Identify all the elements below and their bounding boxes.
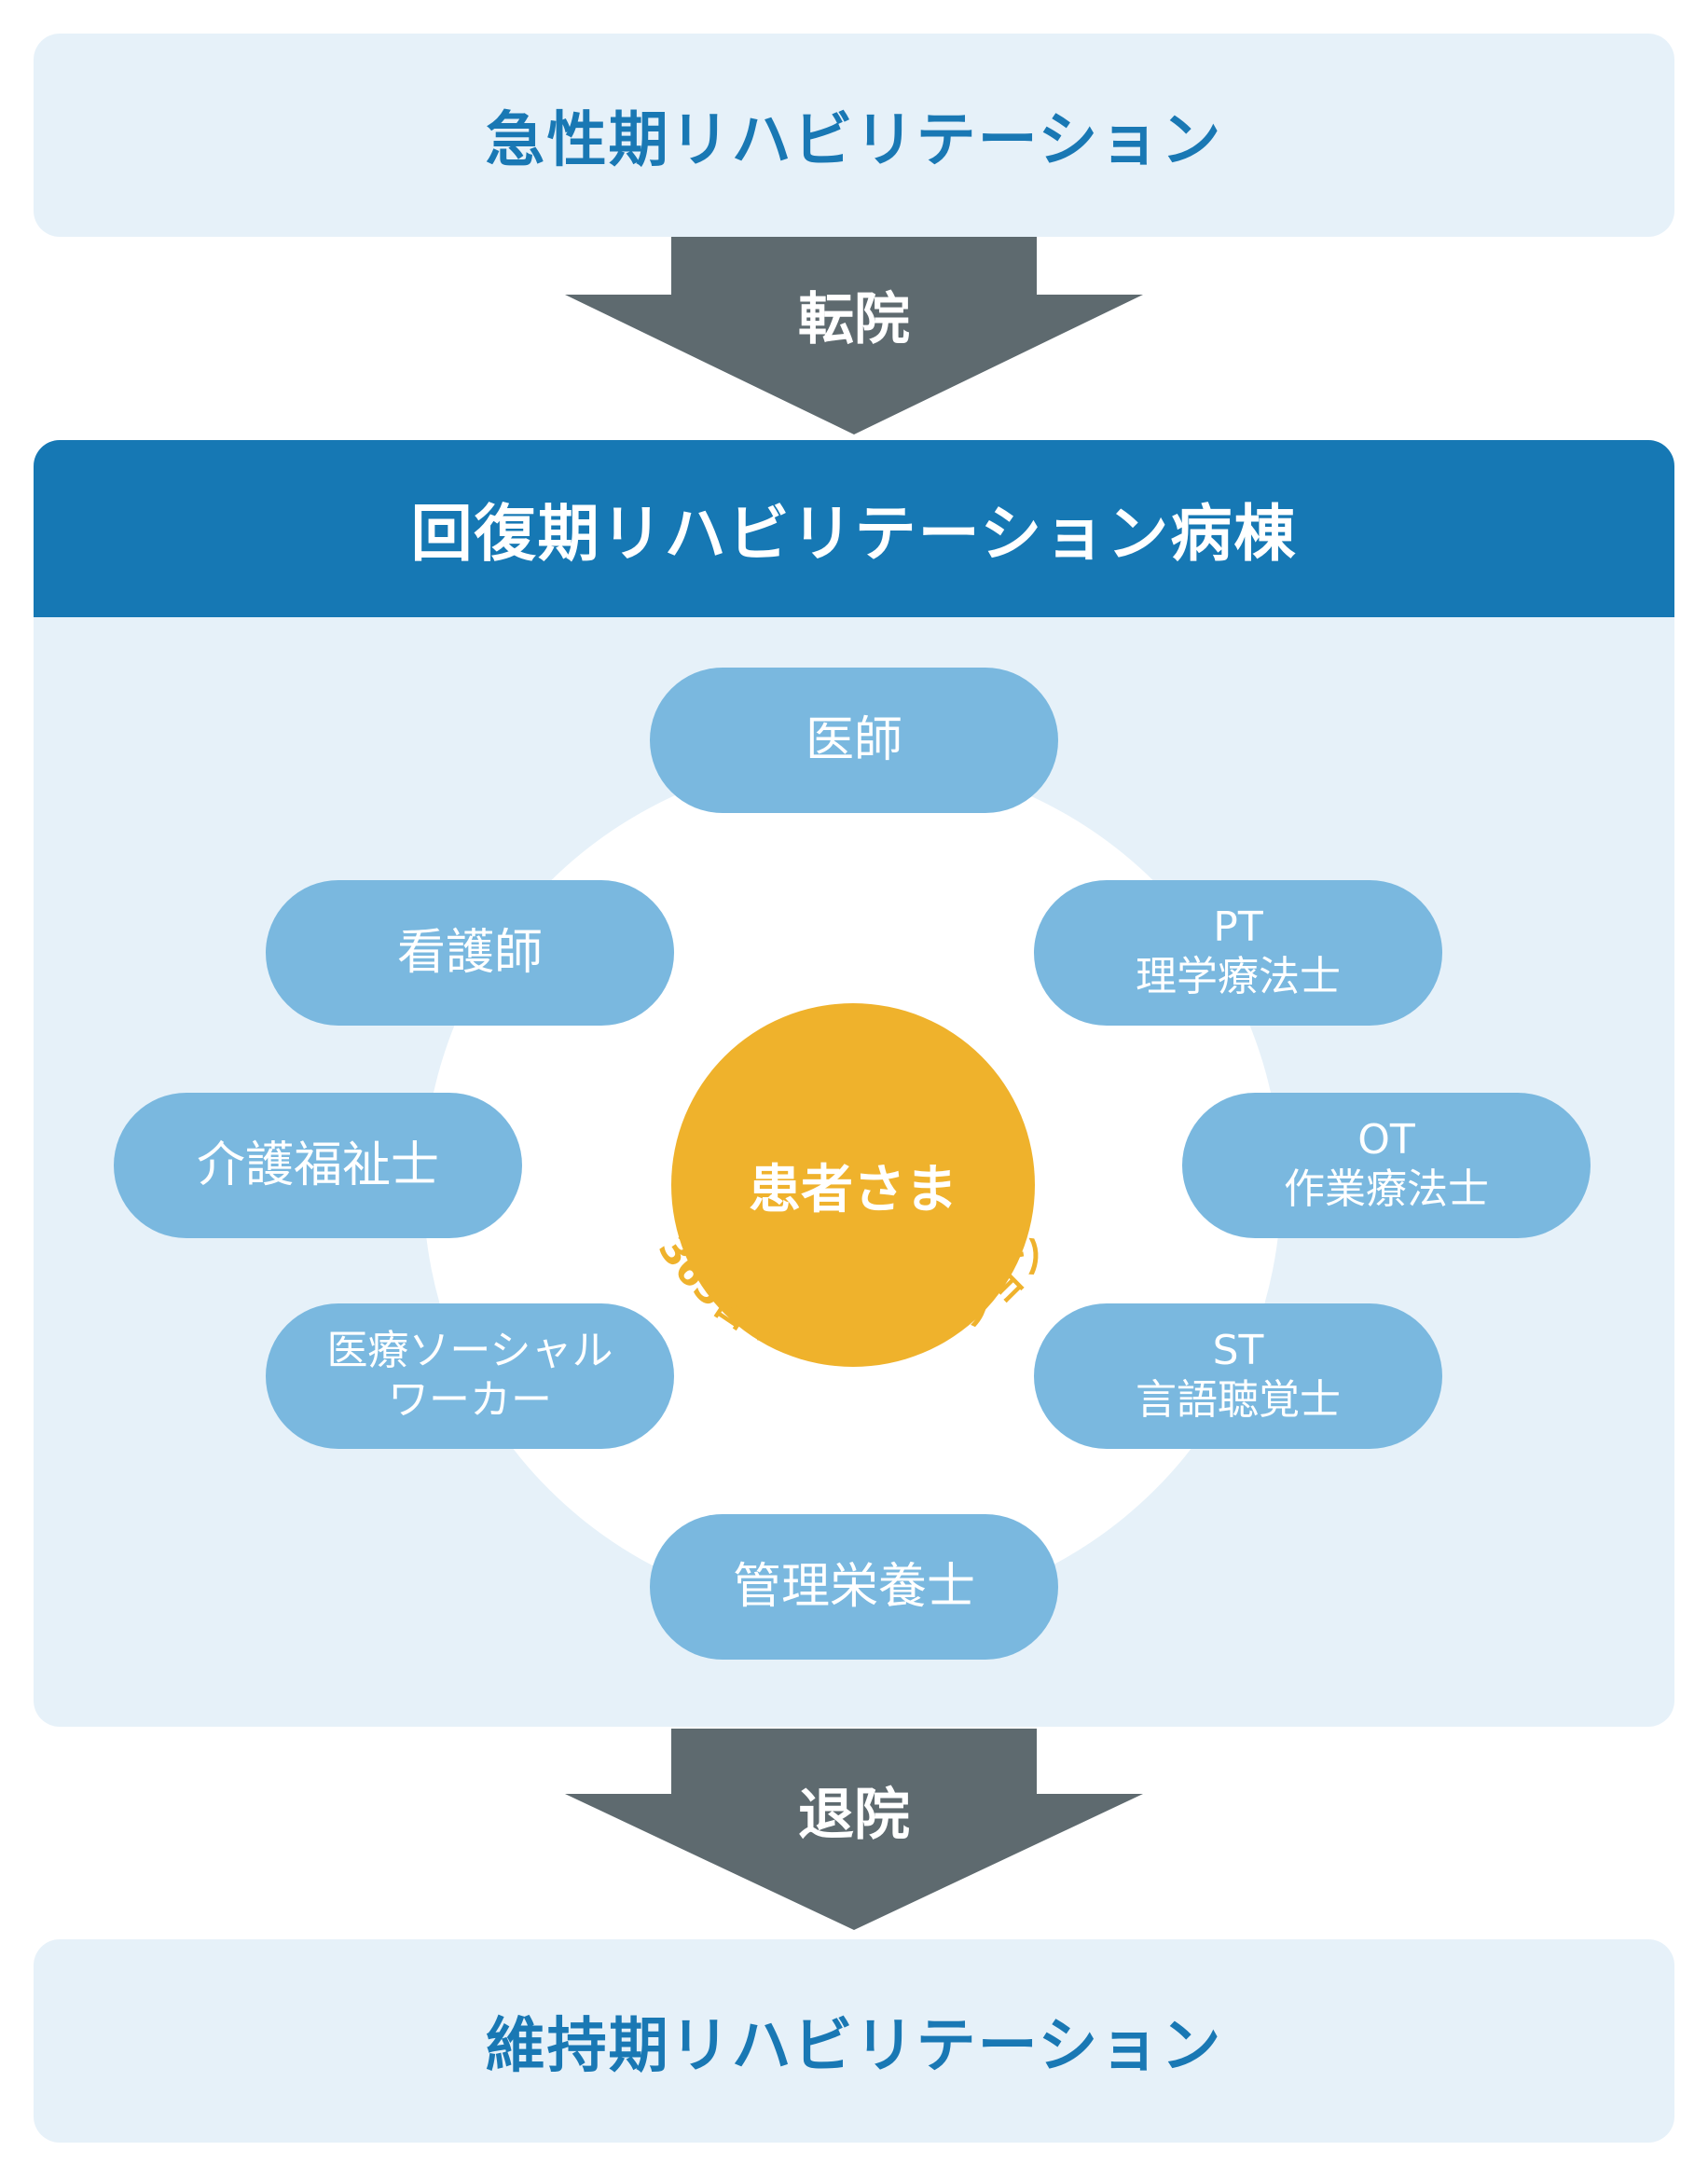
- role-pt: PT 理学療法士: [1034, 880, 1442, 1026]
- role-ot: OT 作業療法士: [1182, 1093, 1591, 1238]
- ward-header: 回復期リハビリテーション病棟: [34, 440, 1674, 617]
- role-care-worker: 介護福祉士: [114, 1093, 522, 1238]
- role-st-title: 言語聴覚士: [1136, 1376, 1341, 1424]
- role-msw: 医療ソーシャル ワーカー: [266, 1303, 674, 1449]
- role-dietitian: 管理栄養士: [650, 1514, 1058, 1660]
- recovery-ward-panel: 回復期リハビリテーション病棟 患者さま 365日リハビリテーション 医師 看護師…: [34, 440, 1674, 1727]
- role-doctor-label: 医師: [805, 711, 902, 768]
- arc-text-path: 365日リハビリテーション: [650, 1227, 1059, 1370]
- role-ot-code: OT: [1357, 1116, 1415, 1165]
- patient-circle: 患者さま: [671, 1003, 1035, 1367]
- role-dietitian-label: 管理栄養士: [732, 1558, 975, 1615]
- everyday-rehab-arc-label: 365日リハビリテーション: [650, 1227, 1059, 1370]
- role-pt-title: 理学療法士: [1136, 953, 1341, 1000]
- transfer-arrow: 転院: [0, 237, 1708, 434]
- maintenance-rehab-label: 維持期リハビリテーション: [485, 2012, 1223, 2081]
- maintenance-rehab-box: 維持期リハビリテーション: [34, 1939, 1674, 2143]
- role-st-code: ST: [1212, 1327, 1264, 1375]
- discharge-label: 退院: [798, 1783, 910, 1848]
- role-st: ST 言語聴覚士: [1034, 1303, 1442, 1449]
- acute-rehab-box: 急性期リハビリテーション: [34, 34, 1674, 237]
- transfer-arrow-shape: [565, 237, 1143, 434]
- discharge-arrow: 退院: [0, 1729, 1708, 1930]
- role-msw-line1: 医療ソーシャル: [326, 1327, 613, 1375]
- ward-title: 回復期リハビリテーション病棟: [410, 498, 1298, 570]
- role-nurse-label: 看護師: [396, 924, 543, 981]
- role-nurse: 看護師: [266, 880, 674, 1026]
- role-msw-line2: ワーカー: [388, 1376, 552, 1424]
- role-pt-code: PT: [1213, 903, 1263, 952]
- role-doctor: 医師: [650, 668, 1058, 813]
- patient-label: 患者さま: [749, 1159, 957, 1220]
- discharge-arrow-shape: [565, 1729, 1143, 1930]
- arc-label-layer: 365日リハビリテーション: [650, 1227, 1059, 1370]
- acute-rehab-label: 急性期リハビリテーション: [485, 106, 1223, 175]
- transfer-label: 転院: [798, 287, 910, 352]
- role-care-worker-label: 介護福祉士: [196, 1137, 439, 1193]
- role-ot-title: 作業療法士: [1284, 1165, 1489, 1213]
